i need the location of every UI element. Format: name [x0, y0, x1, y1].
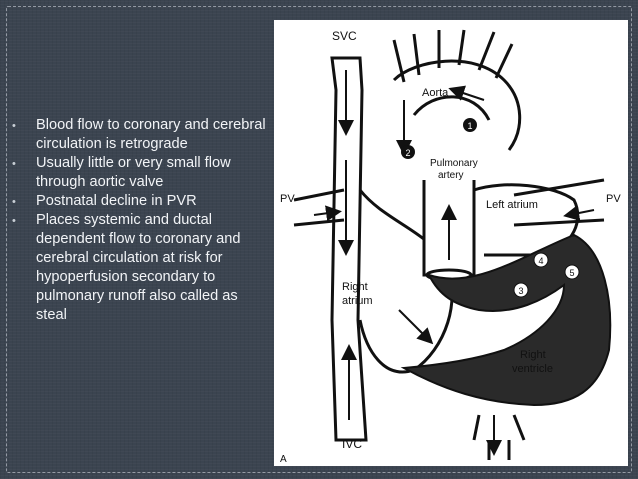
bullet-item: • Blood flow to coronary and cerebral cir…: [12, 116, 270, 154]
numbered-markers: 1 2 3 4 5: [401, 118, 580, 298]
right-ventricle-label-1: Right: [520, 349, 546, 361]
panel-letter: A: [280, 454, 287, 465]
bullet-item: • Places systemic and ductal dependent fl…: [12, 211, 270, 325]
descending-aorta: [472, 414, 526, 460]
bullet-list: • Blood flow to coronary and cerebral cir…: [12, 116, 270, 325]
bullet-text: Postnatal decline in PVR: [36, 193, 197, 209]
flow-arrow: [398, 309, 434, 345]
left-atrium-label: Left atrium: [486, 199, 538, 211]
heart-diagram-figure: 1 2 3 4 5 SVC Aorta Pulmonary artery PV …: [274, 20, 628, 466]
bullet-icon: •: [12, 215, 16, 227]
flow-arrow: [563, 205, 595, 221]
flow-arrow: [313, 205, 342, 222]
bullet-text: Usually little or very small flow throug…: [36, 155, 231, 190]
marker-3-label: 3: [518, 286, 523, 296]
great-vessel-3: [477, 31, 514, 79]
flow-arrow: [448, 85, 485, 101]
bullet-icon: •: [12, 196, 16, 208]
marker-1: [463, 118, 477, 132]
ventricle-muscle: [400, 233, 612, 407]
right-atrium-label-2: atrium: [342, 295, 373, 307]
bullet-icon: •: [12, 158, 16, 170]
right-atrium-label-1: Right: [342, 281, 368, 293]
great-vessel-1: [392, 33, 421, 83]
slide-frame: [6, 6, 632, 473]
bullet-icon: •: [12, 120, 16, 132]
flow-arrows: [313, 70, 595, 456]
bullet-item: • Usually little or very small flow throu…: [12, 154, 270, 192]
heart-diagram: 1 2 3 4 5 SVC Aorta Pulmonary artery PV …: [280, 29, 621, 465]
marker-2: [401, 145, 415, 159]
aortic-arch-inner: [412, 95, 491, 121]
right-ventricle-label-2: ventricle: [512, 363, 553, 375]
marker-4: [533, 252, 549, 268]
pulmonary-artery-label-2: artery: [438, 170, 464, 181]
ivc-label: IVC: [342, 437, 362, 451]
pulmonary-vein-right: [513, 178, 605, 227]
marker-4-label: 4: [538, 256, 543, 266]
pv-left-label: PV: [280, 193, 295, 205]
bullet-item: • Postnatal decline in PVR: [12, 192, 270, 211]
marker-5-label: 5: [569, 268, 574, 278]
marker-3: [513, 282, 529, 298]
marker-2-label: 2: [405, 148, 410, 158]
bullet-text: Places systemic and ductal dependent flo…: [36, 212, 241, 323]
pv-right-label: PV: [606, 193, 621, 205]
svc-label: SVC: [332, 29, 357, 43]
pulmonary-artery-label-1: Pulmonary: [430, 158, 478, 169]
bullet-text: Blood flow to coronary and cerebral circ…: [36, 117, 266, 152]
great-vessel-2: [437, 29, 466, 68]
aortic-arch: [392, 59, 522, 151]
aorta-label: Aorta: [422, 87, 449, 99]
marker-1-label: 1: [467, 121, 472, 131]
right-atrium-shape: [358, 189, 454, 374]
marker-5: [564, 264, 580, 280]
